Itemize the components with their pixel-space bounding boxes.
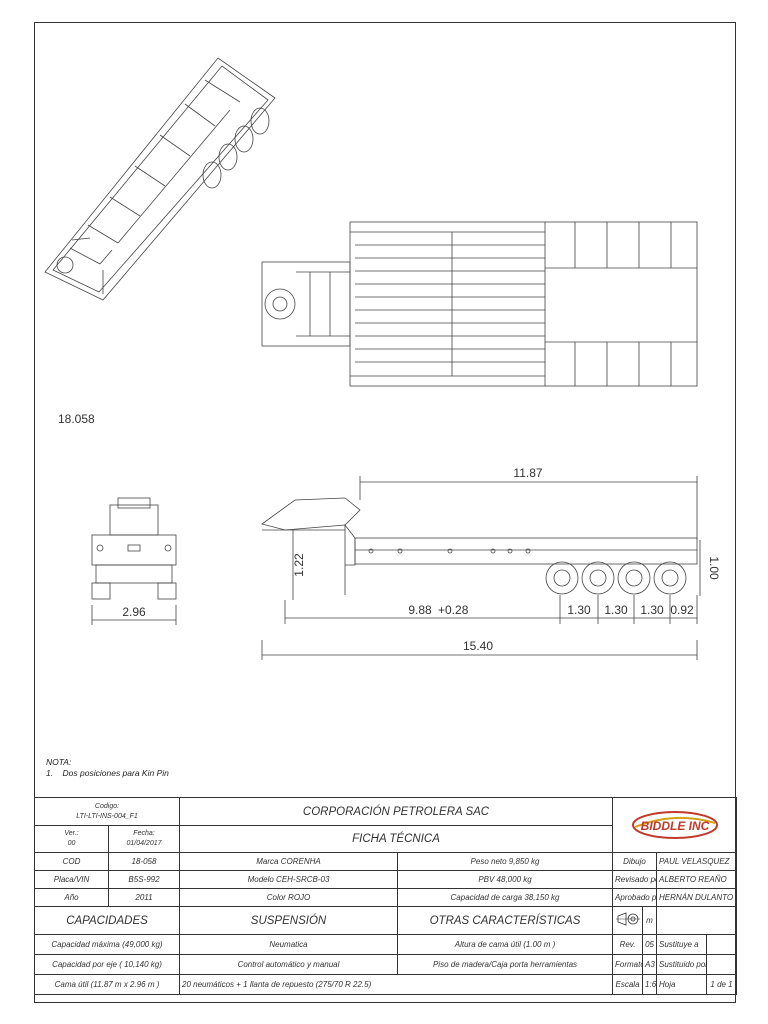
sustituido-label: Sustituido por	[656, 954, 708, 975]
empty-cell	[656, 906, 738, 935]
front-view	[91, 497, 177, 600]
fecha-value: 01/04/2017	[126, 840, 162, 847]
ver-value: 00	[67, 840, 76, 847]
row-label: Año	[34, 888, 109, 907]
projection-cell	[612, 906, 644, 935]
escala-value: 1:65	[642, 974, 658, 995]
hoja-value: 1 de 1	[706, 974, 738, 995]
section-suspension: SUSPENSIÓN	[179, 906, 398, 935]
note-item-number: 1.	[46, 768, 54, 778]
rev-value: 05	[642, 934, 658, 955]
row-right: Capacidad de carga 38,150 kg	[396, 888, 614, 907]
sustituido-value	[706, 954, 738, 975]
codigo-value: LTI-LTI-INS-004_F1	[76, 812, 138, 820]
row-label: Placa/VIN	[34, 870, 109, 889]
row-role: Aprobado por	[612, 888, 658, 907]
isometric-view	[44, 57, 276, 301]
logo-cell: BIDDLE INC	[612, 797, 738, 853]
row-mid: Modelo CEH-SRCB-03	[179, 870, 398, 889]
formato-label: Formato	[612, 954, 644, 975]
codigo-cell: Codigo: LTI-LTI-INS-004_F1	[34, 797, 180, 826]
row-right: Peso neto 9,850 kg	[396, 852, 614, 871]
dimension-lines	[91, 476, 701, 660]
capacidad-eje: Capacidad por eje ( 10,140 kg)	[34, 954, 180, 975]
row-right: PBV 48,000 kg	[396, 870, 614, 889]
technical-drawing: 18.058 11.87 2.96 1.22 1.00 9.88 +0.28 1…	[44, 57, 721, 660]
reference-number: 18.058	[58, 412, 95, 426]
dim-height-front: 1.22	[292, 553, 306, 577]
dim-total-length: 15.40	[463, 639, 493, 653]
section-otras: OTRAS CARACTERÍSTICAS	[396, 906, 614, 935]
top-view	[261, 221, 698, 387]
row-person: ALBERTO REAÑO	[656, 870, 738, 889]
row-role: Dibujo	[612, 852, 658, 871]
sustituye-value	[706, 934, 738, 955]
doc-title: FICHA TÉCNICA	[178, 825, 614, 853]
escala-label: Escala	[612, 974, 644, 995]
sustituye-label: Sustituye a	[656, 934, 708, 955]
note-item-text: Dos posiciones para Kin Pin	[62, 768, 169, 778]
row-person: PAUL VELASQUEZ	[656, 852, 738, 871]
rev-label: Rev.	[612, 934, 644, 955]
row-person: HERNÁN DULANTO	[656, 888, 738, 907]
dim-width: 2.96	[122, 605, 146, 619]
ver-label: Ver.:	[64, 830, 79, 837]
note-title: NOTA:	[46, 757, 72, 767]
row-value: 18-058	[108, 852, 180, 871]
drawing-sheet	[34, 22, 736, 1003]
section-capacidades: CAPACIDADES	[34, 906, 180, 935]
cama-util: Cama útil (11.87 m x 2.96 m )	[34, 974, 180, 995]
dim-neck-length: 9.88	[408, 603, 432, 617]
dim-usable-length: 11.87	[513, 466, 542, 480]
row-role: Revisado por	[612, 870, 658, 889]
hoja-label: Hoja	[656, 974, 708, 995]
dim-axle-spacing-2: 1.30	[604, 603, 628, 617]
note-block: NOTA: 1. Dos posiciones para Kin Pin	[46, 757, 169, 779]
suspension-control: Control automático y manual	[179, 954, 398, 975]
dim-neck-tolerance: +0.28	[438, 603, 469, 617]
row-value: 2011	[108, 888, 180, 907]
company-name: CORPORACIÓN PETROLERA SAC	[178, 797, 614, 826]
row-mid: Marca CORENHA	[179, 852, 398, 871]
dim-rear-overhang: 0.92	[670, 603, 694, 617]
capacidad-maxima: Capacidad máxima (49,000 kg)	[34, 934, 180, 955]
row-label: COD	[34, 852, 109, 871]
dim-height-rear: 1.00	[707, 556, 721, 580]
info-row: COD 18-058 Marca CORENHA Peso neto 9,850…	[34, 852, 738, 871]
altura-cama: Altura de cama útil (1.00 m )	[396, 934, 614, 955]
info-row: Placa/VIN B5S-992 Modelo CEH-SRCB-03 PBV…	[34, 870, 738, 889]
fecha-cell: Fecha: 01/04/2017	[108, 825, 180, 853]
fecha-label: Fecha:	[133, 830, 155, 837]
side-view	[261, 497, 698, 595]
unit-cell: m	[642, 906, 658, 935]
ver-cell: Ver.: 00	[34, 825, 109, 853]
logo-text: BIDDLE INC	[640, 819, 709, 833]
dim-axle-spacing-1: 1.30	[567, 603, 591, 617]
piso-madera: Piso de madera/Caja porta herramientas	[396, 954, 614, 975]
row-mid: Color ROJO	[179, 888, 398, 907]
note-item: 1. Dos posiciones para Kin Pin	[46, 768, 169, 779]
biddle-logo: BIDDLE INC	[615, 809, 734, 841]
info-row: Año 2011 Color ROJO Capacidad de carga 3…	[34, 888, 738, 907]
row-value: B5S-992	[108, 870, 180, 889]
dim-axle-spacing-3: 1.30	[640, 603, 664, 617]
neumaticos: 20 neumáticos + 1 llanta de repuesto (27…	[178, 974, 614, 995]
formato-value: A3	[642, 954, 658, 975]
biddle-logo-icon: BIDDLE INC	[631, 811, 718, 839]
projection-symbol-icon	[615, 912, 640, 926]
title-block-table: Codigo: LTI-LTI-INS-004_F1 CORPORACIÓN P…	[34, 797, 738, 995]
suspension-type: Neumatica	[179, 934, 398, 955]
codigo-label: Codigo:	[94, 802, 120, 810]
